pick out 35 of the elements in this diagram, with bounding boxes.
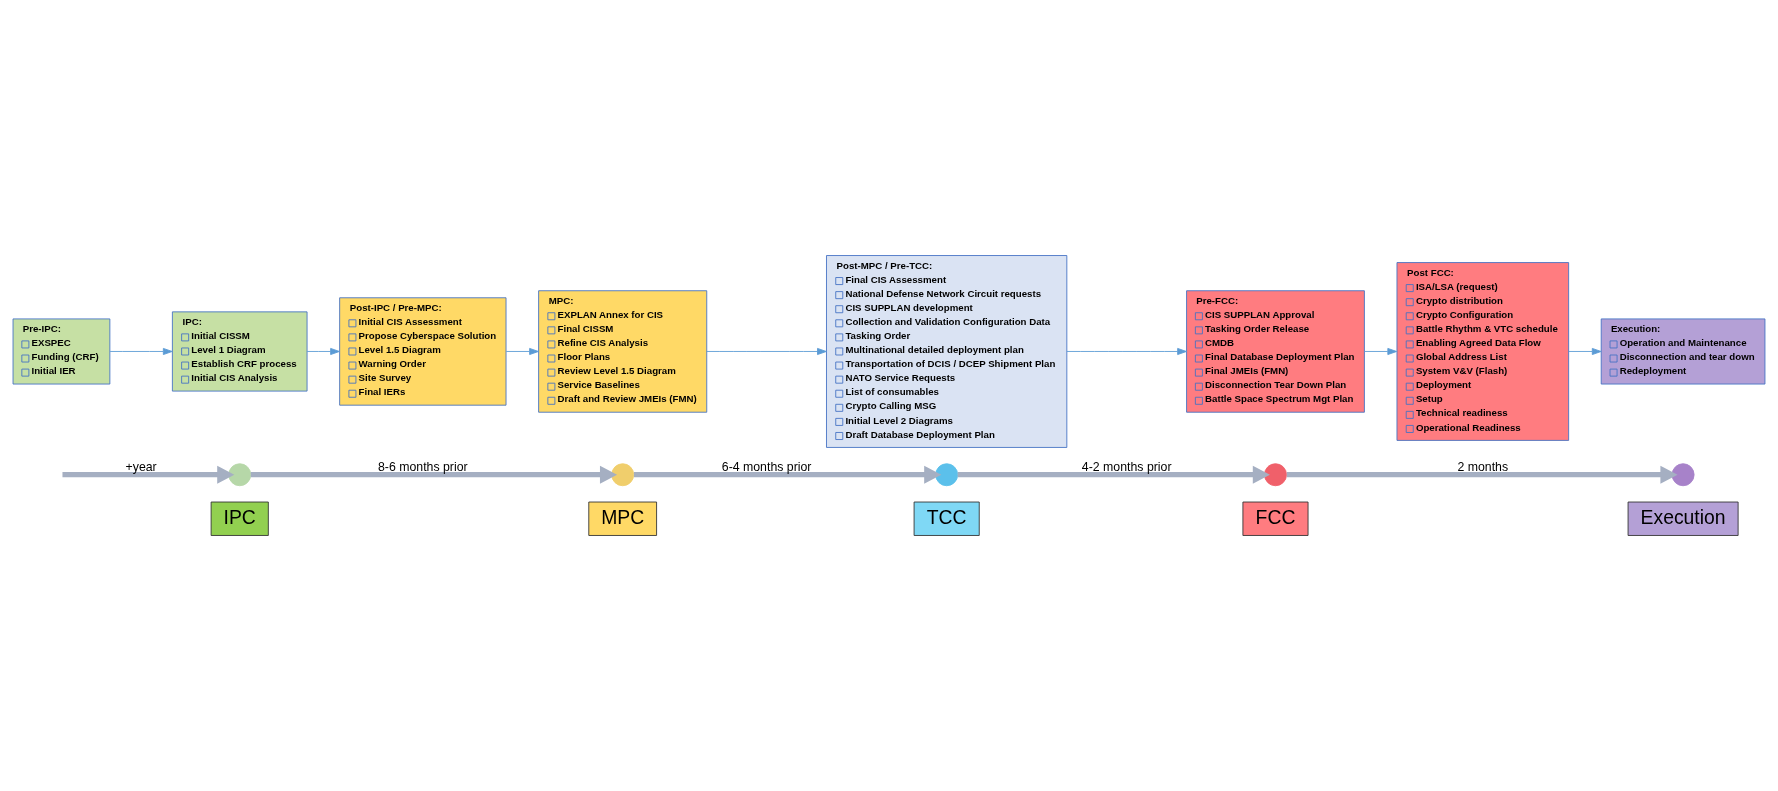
arrow <box>62 465 235 484</box>
arrow <box>306 347 340 355</box>
node-box: IPC: Initial CISSM Level 1 Diagram Establish CRF process Initial CIS Analysis <box>171 311 308 392</box>
node-box: Post FCC: ISA/LSA (request) Crypto distribution Crypto Configuration Battle Rhythm & VTC schedule Enabling Agreed Data Flow Global Address List System V&V (Flash) Deployment Setup Technical readiness Operational Readiness <box>1396 262 1570 441</box>
arrow <box>505 347 539 355</box>
node-box: Post-IPC / Pre-MPC: Initial CIS Assessment Propose Cyberspace Solution Level 1.5 Diagram Warning Order Site Survey Final IERs <box>339 297 507 406</box>
arrow <box>957 465 1270 484</box>
edge-label: 2 months <box>1457 460 1509 475</box>
node-circle <box>228 463 252 487</box>
arrow <box>250 465 618 484</box>
arrow <box>109 347 173 355</box>
arrow <box>1066 347 1187 355</box>
node-circle <box>1671 463 1695 487</box>
node-box: TCC <box>913 501 980 536</box>
node-circle <box>611 463 635 487</box>
node-box: Execution <box>1627 501 1739 536</box>
node-box: IPC <box>210 501 269 536</box>
edge-label: 6-4 months prior <box>721 460 812 475</box>
edge-label: 4-2 months prior <box>1081 460 1172 475</box>
node-box: FCC <box>1242 501 1309 536</box>
arrow <box>1286 465 1678 484</box>
node-circle <box>935 463 959 487</box>
node-box: Pre-FCC: CIS SUPPLAN Approval Tasking Order Release CMDB Final Database Deployment Plan Final JMEIs (FMN) Disconnection Tear Down Plan Battle Space Spectrum Mgt Plan <box>1186 290 1365 413</box>
edge-label: 8-6 months prior <box>378 460 468 475</box>
arrow <box>706 347 827 355</box>
node-box: Pre-IPC: EXSPEC Funding (CRF) Initial IER <box>12 318 111 385</box>
arrow <box>1568 347 1602 355</box>
arrow <box>633 465 942 484</box>
node-box: MPC <box>588 501 658 536</box>
node-box: Post-MPC / Pre-TCC: Final CIS Assessment National Defense Network Circuit requests CIS SUPPLAN development Collection and Validation Configuration Data Tasking Order Multinational detailed deployment plan Transportation of DCIS / DCEP Shipment Plan NATO Service Requests List of consumables Crypto Calling MSG Initial Level 2 Diagrams Draft Database Deployment Plan <box>826 255 1068 448</box>
node-box: Execution: Operation and Maintenance Disconnection and tear down Redeployment <box>1600 318 1766 385</box>
node-box: MPC: EXPLAN Annex for CIS Final CISSM Refine CIS Analysis Floor Plans Review Level 1.5 Diagram Service Baselines Draft and Review JMEIs (FMN) <box>538 290 708 413</box>
node-circle <box>1264 463 1287 487</box>
arrow <box>1364 347 1398 355</box>
edge-label: +year <box>125 460 157 475</box>
